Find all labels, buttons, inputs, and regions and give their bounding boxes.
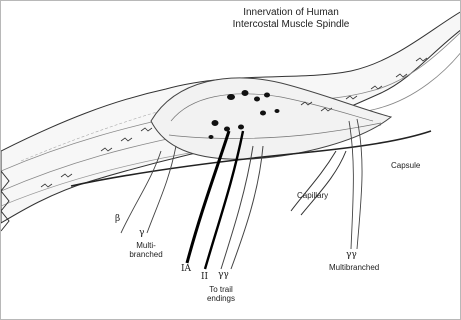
to-trail-line-1: To trail: [201, 285, 241, 294]
multi-branched-label: Multi- branched: [126, 241, 166, 259]
to-trail-line-2: endings: [201, 294, 241, 303]
gamma-multi-label: γ: [139, 229, 144, 238]
multi-branched-line-2: branched: [126, 250, 166, 259]
gamma-right-label: γγ: [346, 251, 357, 260]
gamma-right-fiber: [349, 121, 353, 249]
ii-label: II: [201, 273, 208, 282]
multibranched-label: Multibranched: [329, 263, 379, 272]
capillary: [301, 151, 346, 215]
capillary-label: Capillary: [297, 191, 328, 200]
gamma-right-fiber: [357, 119, 362, 249]
diagram-title: Innervation of Human Intercostal Muscle …: [201, 7, 381, 31]
gamma-trail-fiber: [221, 146, 253, 269]
to-trail-label: To trail endings: [201, 285, 241, 303]
ia-label: IA: [181, 265, 191, 274]
title-line-2: Intercostal Muscle Spindle: [201, 19, 381, 31]
title-line-1: Innervation of Human: [201, 7, 381, 19]
gamma-gamma-label: γγ: [218, 271, 229, 280]
capsule-label: Capsule: [391, 161, 420, 170]
beta-label: β: [115, 215, 120, 224]
multi-branched-line-1: Multi-: [126, 241, 166, 250]
